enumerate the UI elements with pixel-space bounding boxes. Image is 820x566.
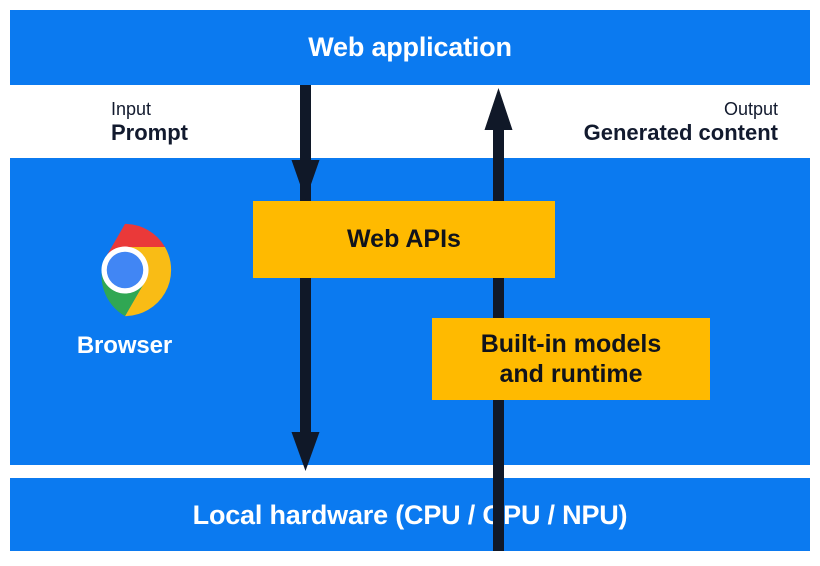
input-annotation: Input Prompt — [111, 99, 188, 146]
web-application-band — [10, 10, 810, 85]
local-hardware-band — [10, 478, 810, 551]
built-in-models-box: Built-in models and runtime — [432, 318, 710, 400]
built-in-models-label-line1: Built-in models — [480, 329, 662, 358]
web-application-label: Web application — [308, 32, 512, 62]
chrome-logo-icon — [100, 223, 171, 317]
input-kind-label: Input — [111, 99, 152, 119]
output-kind-label: Output — [723, 99, 778, 119]
browser-group: Browser — [47, 222, 202, 360]
built-in-models-label-line2: and runtime — [499, 360, 643, 388]
output-annotation: Output Generated content — [584, 99, 778, 146]
output-value-label: Generated content — [583, 120, 778, 146]
browser-label: Browser — [76, 332, 173, 359]
local-hardware-label: Local hardware (CPU / GPU / NPU) — [192, 500, 628, 530]
web-apis-label: Web APIs — [347, 225, 461, 254]
input-value-label: Prompt — [111, 120, 188, 146]
web-apis-box: Web APIs — [253, 201, 555, 278]
